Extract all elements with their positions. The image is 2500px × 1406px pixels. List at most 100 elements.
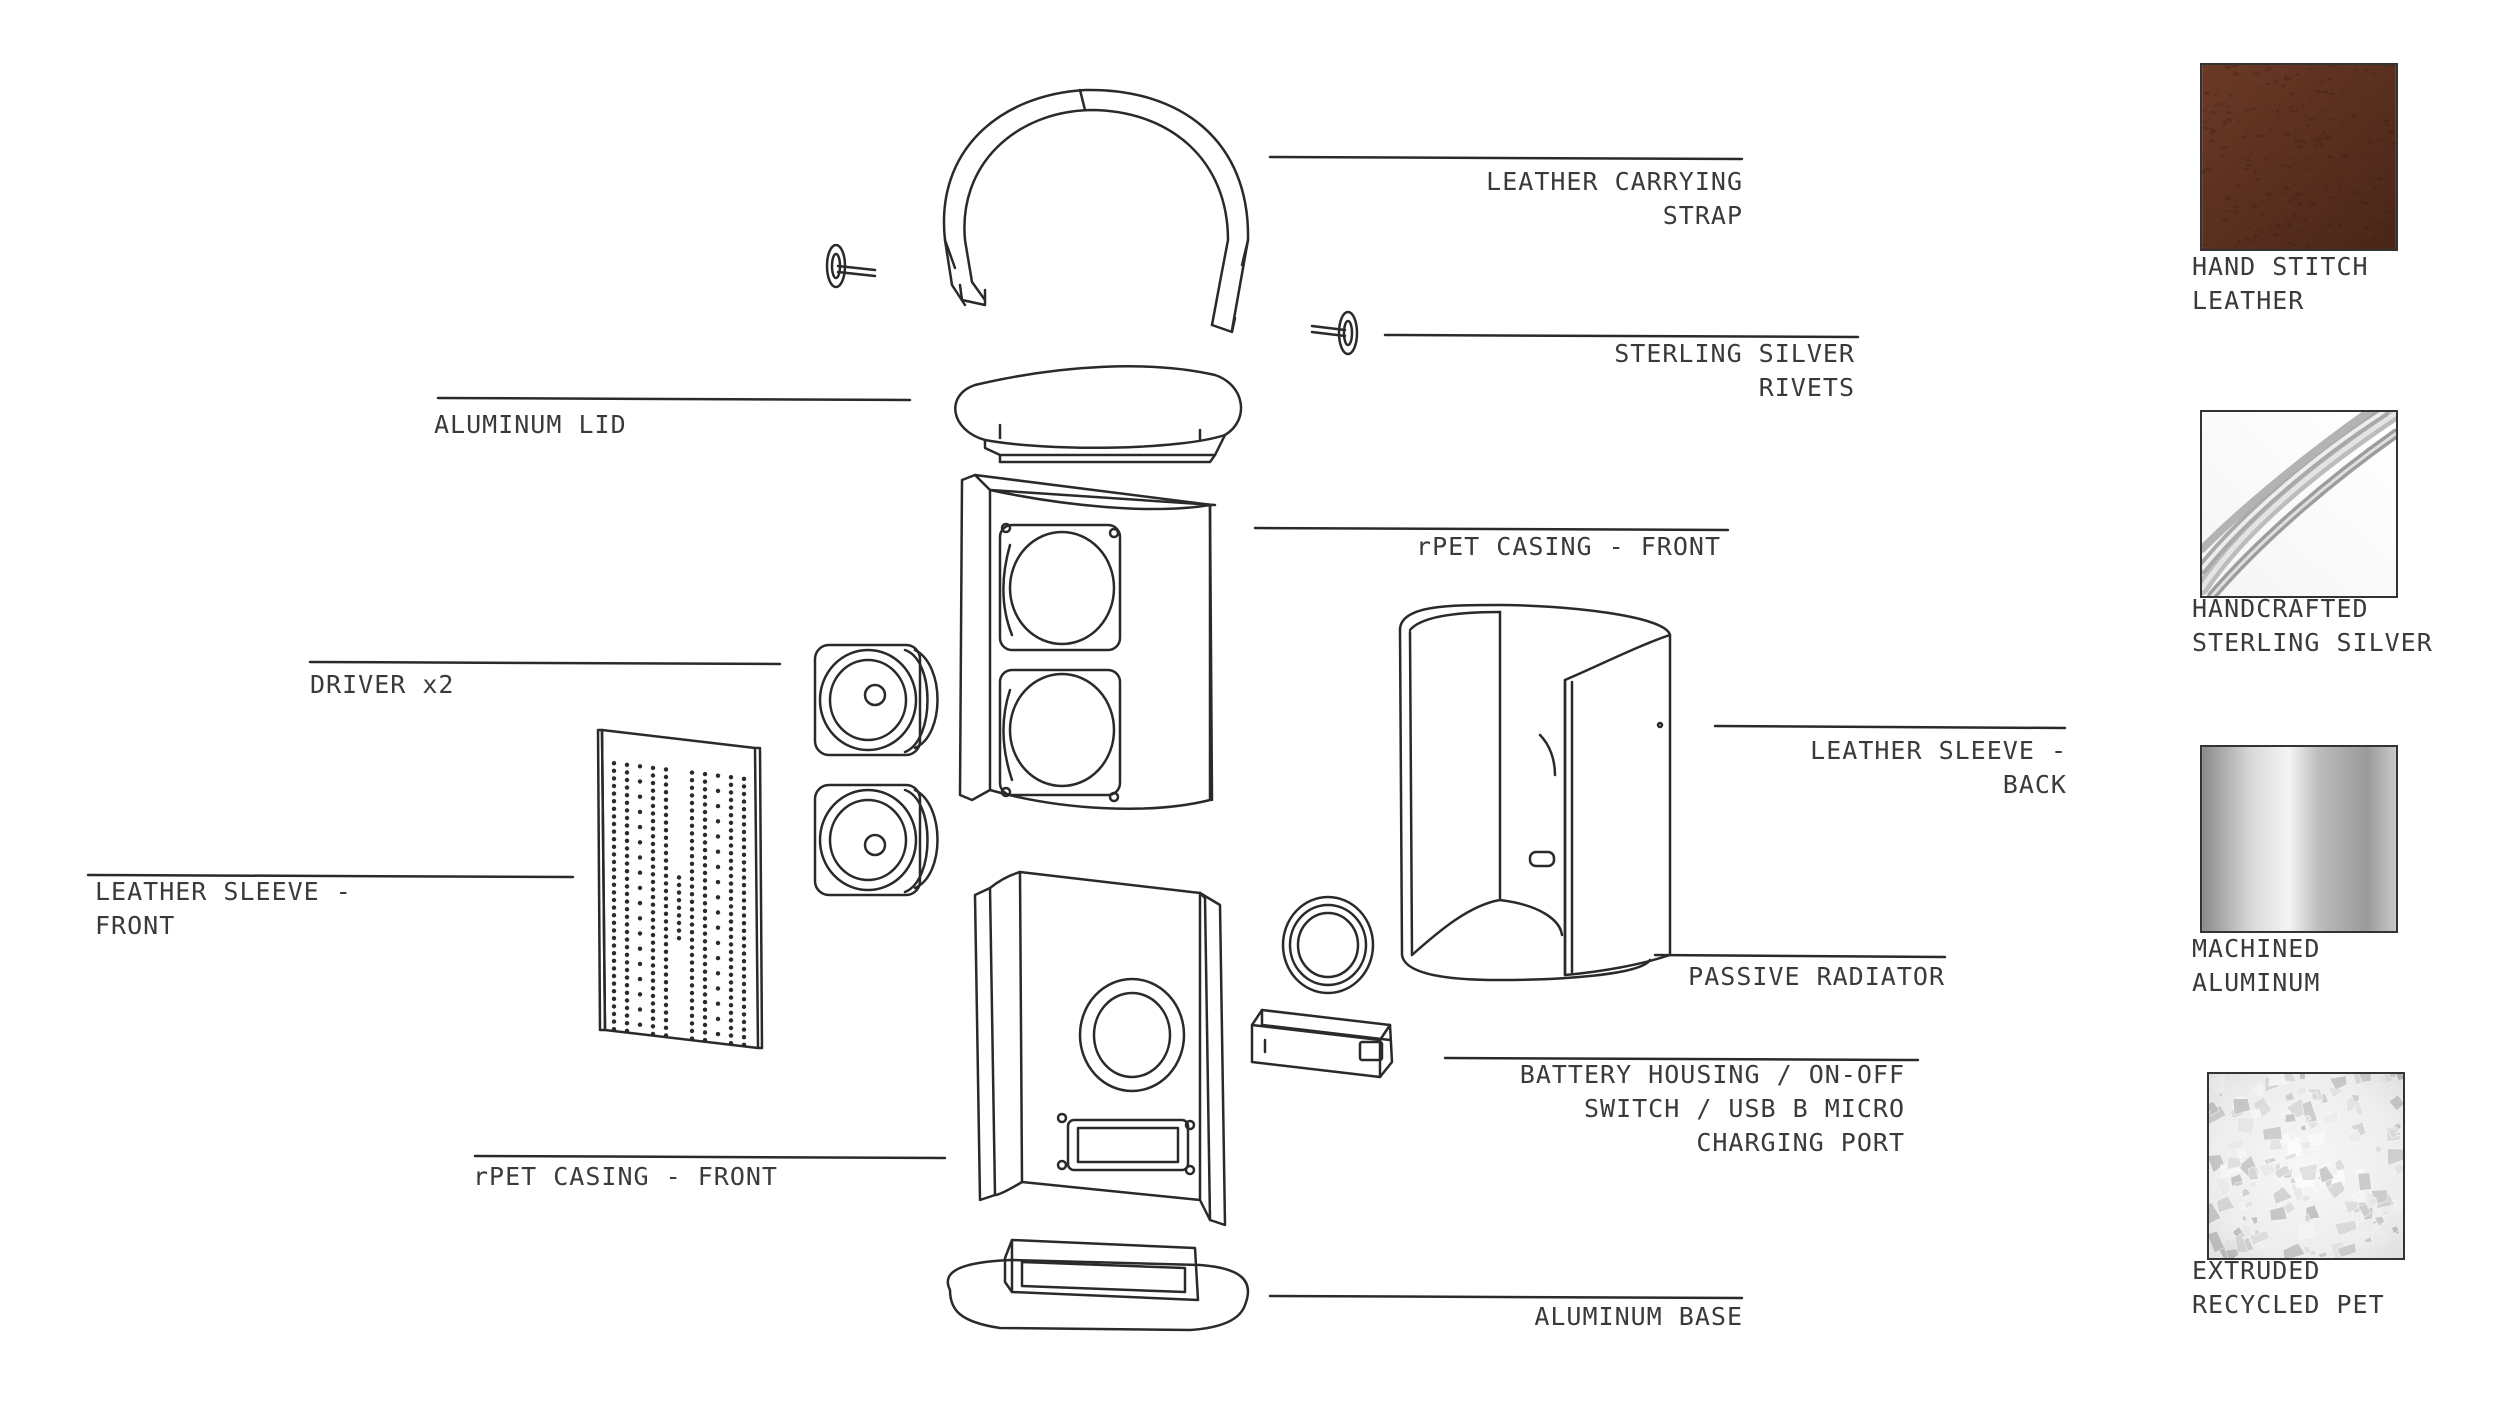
- perforation-hole: [663, 904, 669, 909]
- perforation-hole: [637, 900, 643, 906]
- perforation-hole: [676, 928, 682, 933]
- perforation-hole: [715, 925, 721, 930]
- leather-grain: [2278, 105, 2283, 107]
- perforation-hole: [650, 796, 656, 801]
- perforation-hole: [663, 835, 669, 840]
- perforation-hole: [702, 946, 708, 952]
- leather-grain: [2286, 166, 2295, 168]
- perforation-hole: [741, 776, 747, 781]
- perforation-hole: [715, 879, 721, 885]
- perforation-hole: [650, 1024, 656, 1029]
- perforation-hole: [637, 916, 643, 921]
- perforation-hole: [663, 866, 669, 871]
- perforation-hole: [637, 931, 643, 936]
- perforation-hole: [702, 931, 708, 936]
- perforation-hole: [715, 773, 721, 778]
- leather-grain: [2308, 97, 2316, 100]
- leader-casing-bottom: [473, 1154, 947, 1160]
- perforation-hole: [624, 1013, 630, 1018]
- label-passive-radiator: PASSIVE RADIATOR: [1688, 960, 1945, 994]
- perforation-hole: [624, 815, 630, 821]
- leather-grain: [2220, 155, 2226, 158]
- leather-grain: [2252, 239, 2255, 243]
- leather-grain: [2363, 226, 2371, 231]
- leather-grain: [2282, 186, 2290, 191]
- perforation-hole: [741, 890, 747, 895]
- leather-grain: [2326, 92, 2333, 95]
- perforation-hole: [689, 1028, 695, 1034]
- perforation-hole: [624, 990, 630, 995]
- casing-front-bottom-drawing: [973, 870, 1227, 1227]
- leather-grain: [2253, 72, 2260, 75]
- leather-grain: [2252, 234, 2259, 239]
- perforation-hole: [741, 845, 747, 850]
- perforation-pattern: [611, 761, 747, 1048]
- leather-grain: [2236, 240, 2241, 245]
- leather-grain: [2252, 240, 2258, 243]
- perforation-hole: [650, 879, 656, 885]
- perforation-hole: [728, 881, 734, 886]
- leather-grain: [2212, 129, 2217, 132]
- leather-grain: [2365, 68, 2368, 73]
- perforation-hole: [689, 778, 695, 783]
- perforation-hole: [611, 806, 617, 811]
- leather-grain: [2265, 68, 2268, 72]
- perforation-hole: [689, 975, 695, 980]
- leather-grain: [2276, 114, 2282, 116]
- perforation-hole: [650, 963, 656, 968]
- perforation-hole: [663, 797, 669, 802]
- perforation-hole: [611, 897, 617, 903]
- driver-top-drawing: [813, 643, 939, 757]
- perforation-hole: [702, 771, 708, 777]
- leather-grain: [2348, 199, 2355, 202]
- perforation-hole: [715, 971, 721, 976]
- label-line: rPET CASING - FRONT: [1416, 532, 1721, 561]
- label-line: ALUMINUM LID: [434, 410, 627, 439]
- perforation-hole: [702, 794, 708, 800]
- leather-grain: [2295, 145, 2303, 149]
- leather-grain: [2266, 226, 2274, 228]
- perforation-hole: [689, 922, 695, 927]
- leather-grain: [2215, 226, 2219, 228]
- perforation-hole: [689, 937, 695, 942]
- leather-grain: [2390, 142, 2396, 146]
- perforation-hole: [689, 770, 695, 775]
- perforation-hole: [728, 1033, 734, 1038]
- swatch-aluminum: [2200, 745, 2398, 933]
- perforation-hole: [624, 1028, 630, 1034]
- leather-grain: [2289, 92, 2295, 95]
- perforation-hole: [702, 840, 708, 845]
- perforation-hole: [741, 837, 747, 842]
- leather-sleeve-front-drawing: [596, 728, 764, 1050]
- perforation-hole: [689, 854, 695, 859]
- label-line: PASSIVE RADIATOR: [1688, 962, 1945, 991]
- leather-grain: [2287, 241, 2295, 245]
- perforation-hole: [676, 905, 682, 910]
- perforation-hole: [624, 929, 630, 935]
- leather-grain: [2362, 174, 2365, 177]
- perforation-hole: [650, 872, 656, 877]
- leather-grain: [2267, 179, 2271, 183]
- leather-grain: [2307, 68, 2312, 71]
- perforation-hole: [741, 822, 747, 827]
- perforation-hole: [741, 867, 747, 873]
- perforation-hole: [689, 1013, 695, 1018]
- leather-grain: [2387, 79, 2394, 81]
- perforation-hole: [689, 990, 695, 996]
- perforation-hole: [728, 1003, 734, 1008]
- leather-grain: [2353, 89, 2357, 91]
- perforation-hole: [663, 850, 669, 856]
- label-line: LEATHER: [2192, 286, 2305, 315]
- perforation-hole: [624, 967, 630, 973]
- leather-grain: [2357, 177, 2363, 179]
- leather-grain: [2202, 169, 2207, 173]
- perforation-hole: [650, 917, 656, 923]
- leather-grain: [2297, 202, 2303, 207]
- perforation-hole: [676, 898, 682, 903]
- driver-bottom-drawing: [813, 783, 939, 897]
- leather-grain: [2295, 167, 2299, 170]
- leather-grain: [2223, 120, 2228, 125]
- battery-housing-drawing: [1250, 1008, 1394, 1079]
- leather-grain: [2214, 104, 2218, 108]
- leather-grain: [2301, 104, 2305, 108]
